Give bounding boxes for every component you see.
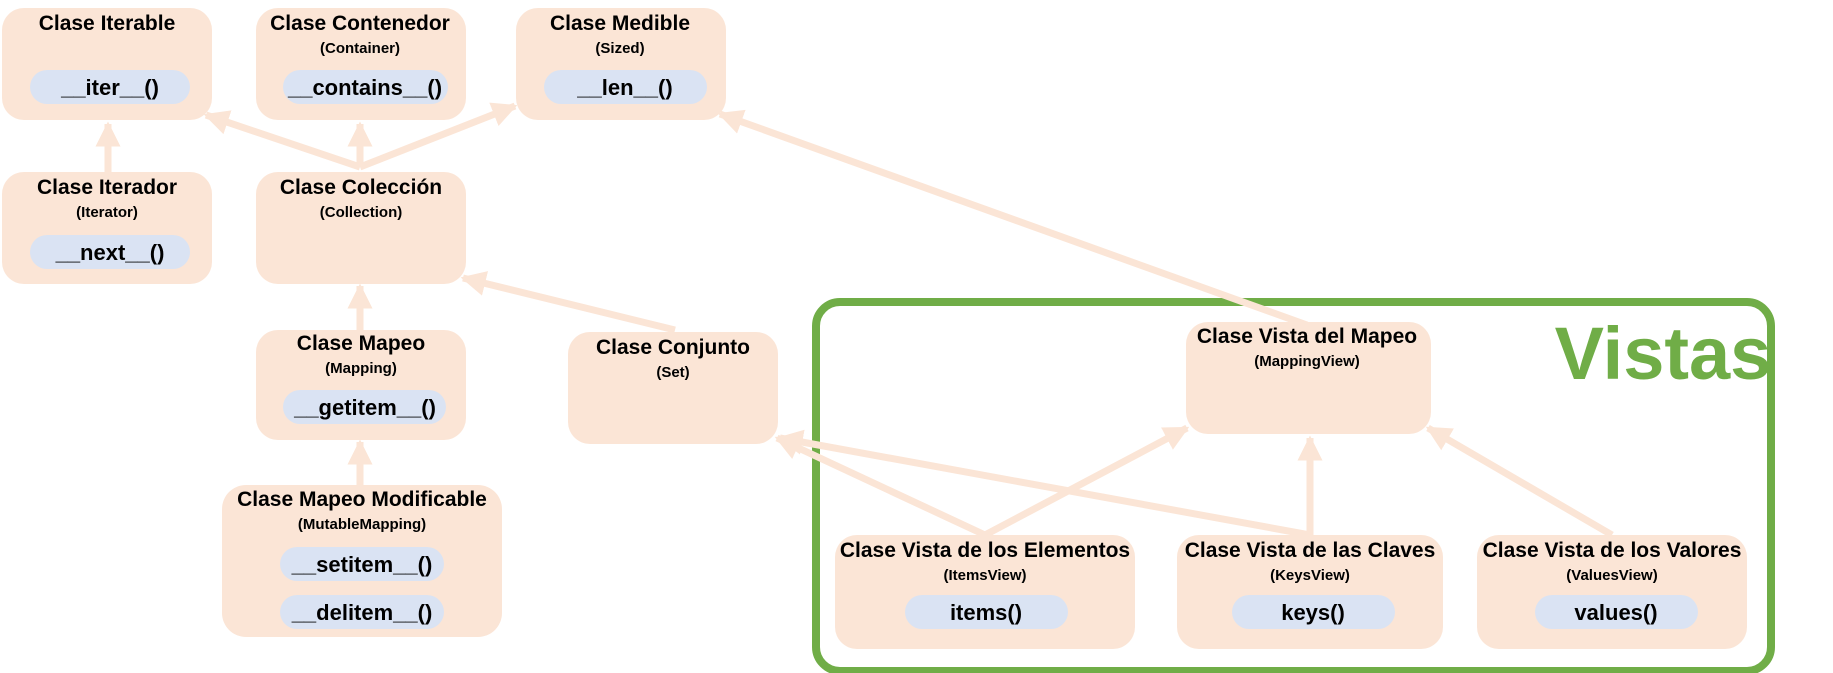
method-label: __setitem__() xyxy=(291,552,433,577)
method-label: __len__() xyxy=(576,75,672,100)
method-pill xyxy=(283,390,446,424)
class-subtitle: (ItemsView) xyxy=(943,567,1026,584)
class-title: Clase Medible xyxy=(550,12,690,35)
method-pill xyxy=(905,595,1068,629)
class-iterable: Clase Iterable __iter__() xyxy=(2,8,212,120)
class-title: Clase Iterable xyxy=(39,12,176,35)
class-subtitle: (Sized) xyxy=(595,40,644,57)
class-box xyxy=(568,332,778,444)
class-title: Clase Vista de las Claves xyxy=(1185,539,1436,562)
method-label: __getitem__() xyxy=(293,395,436,420)
class-title: Clase Vista de los Valores xyxy=(1483,539,1742,562)
class-container: Clase Contenedor (Container) __contains_… xyxy=(256,8,466,120)
class-mapping-view: Clase Vista del Mapeo (MappingView) xyxy=(1186,322,1431,434)
method-pill xyxy=(280,547,444,581)
edge-mappingview-to-sized xyxy=(717,109,1309,329)
edge-collection-to-iterable xyxy=(203,110,362,171)
method-label: keys() xyxy=(1281,600,1345,625)
edge-itemsview-to-set xyxy=(774,434,987,539)
class-subtitle: (MutableMapping) xyxy=(298,516,426,533)
class-values-view: Clase Vista de los Valores (ValuesView) … xyxy=(1477,535,1747,649)
method-label: values() xyxy=(1574,600,1657,625)
class-subtitle: (Iterator) xyxy=(76,204,138,221)
class-title: Clase Mapeo Modificable xyxy=(237,488,487,511)
method-pill xyxy=(1535,595,1698,629)
class-subtitle: (KeysView) xyxy=(1270,567,1350,584)
class-mutable-mapping: Clase Mapeo Modificable (MutableMapping)… xyxy=(222,485,502,637)
class-title: Clase Colección xyxy=(280,176,442,199)
class-title: Clase Vista del Mapeo xyxy=(1197,325,1417,348)
method-pill xyxy=(1232,595,1395,629)
class-iterator: Clase Iterador (Iterator) __next__() xyxy=(2,172,212,284)
method-label: __delitem__() xyxy=(291,600,433,625)
class-title: Clase Contenedor xyxy=(270,12,450,35)
views-group-label: Vistas xyxy=(1555,312,1772,395)
class-title: Clase Iterador xyxy=(37,176,177,199)
class-mapping: Clase Mapeo (Mapping) __getitem__() xyxy=(256,330,466,440)
inheritance-arrows xyxy=(95,102,1614,539)
class-title: Clase Vista de los Elementos xyxy=(840,539,1130,562)
class-title: Clase Mapeo xyxy=(297,332,425,355)
edge-itemsview-to-mappingview xyxy=(983,424,1190,539)
method-pill xyxy=(544,70,707,104)
method-label: __contains__() xyxy=(287,75,442,100)
class-keys-view: Clase Vista de las Claves (KeysView) key… xyxy=(1177,535,1443,649)
edge-keysview-to-set xyxy=(777,429,1311,539)
class-subtitle: (Container) xyxy=(320,40,400,57)
class-box xyxy=(1186,322,1431,434)
class-subtitle: (Set) xyxy=(656,364,689,381)
class-subtitle: (ValuesView) xyxy=(1566,567,1657,584)
method-pill xyxy=(30,70,190,104)
method-pill xyxy=(280,595,444,629)
edge-set-to-collection xyxy=(460,271,676,334)
edge-valuesview-to-mappingview xyxy=(1425,424,1614,539)
class-subtitle: (MappingView) xyxy=(1254,353,1360,370)
class-box xyxy=(256,172,466,284)
views-group-frame xyxy=(812,298,1775,673)
method-pill xyxy=(283,70,448,104)
class-subtitle: (Collection) xyxy=(320,204,403,221)
edge-collection-to-sized xyxy=(358,102,518,171)
method-pill xyxy=(30,235,190,269)
class-subtitle: (Mapping) xyxy=(325,360,397,377)
method-label: items() xyxy=(950,600,1022,625)
class-set: Clase Conjunto (Set) xyxy=(568,332,778,444)
method-label: __iter__() xyxy=(60,75,159,100)
class-sized: Clase Medible (Sized) __len__() xyxy=(516,8,726,120)
class-title: Clase Conjunto xyxy=(596,336,750,359)
method-label: __next__() xyxy=(55,240,165,265)
class-items-view: Clase Vista de los Elementos (ItemsView)… xyxy=(835,535,1135,649)
class-collection: Clase Colección (Collection) xyxy=(256,172,466,284)
